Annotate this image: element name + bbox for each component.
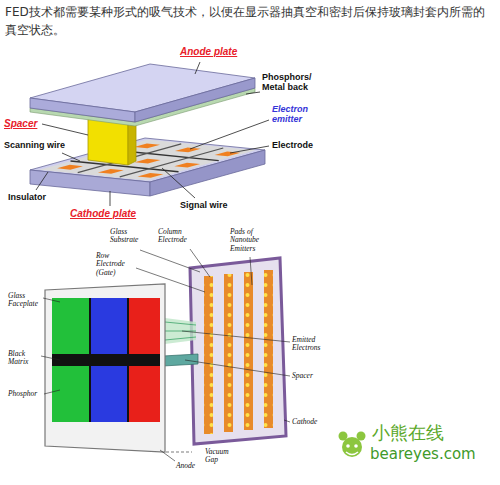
leader-lines-2 [41, 249, 290, 461]
leader-lines [36, 62, 269, 206]
leader-lines-2-part [160, 450, 175, 461]
part-label: Glass Substrate [110, 228, 150, 245]
cathode-plate [30, 138, 265, 196]
emitted-electrons [165, 318, 196, 344]
cathode-panel [190, 258, 286, 444]
spacer-bar [163, 354, 198, 366]
bear-logo-part [357, 432, 366, 441]
leader-lines-part [42, 124, 88, 135]
part-label: Black Matrix [8, 350, 40, 367]
cathode-surface-part [57, 165, 83, 170]
cathode-panel-part [244, 272, 253, 430]
part-label: Row Electrode (Gate) [96, 252, 136, 277]
part-label: Electron emitter [272, 104, 330, 125]
leader-lines-2-part [136, 268, 205, 292]
leader-lines-part [110, 191, 111, 206]
glass-faceplate-part [52, 298, 90, 354]
glass-faceplate-part [45, 284, 165, 452]
cathode-panel-part [224, 274, 233, 432]
leader-lines-part [162, 168, 195, 198]
part-label: Scanning wire [4, 140, 65, 150]
anode-plate-part [135, 78, 255, 122]
emitted-electrons-part [165, 331, 196, 332]
part-label: Glass Faceplate [8, 292, 42, 309]
leader-lines-2-part [44, 390, 60, 394]
glass-faceplate-part [52, 366, 90, 422]
anode-plate [30, 64, 255, 126]
part-label: Signal wire [180, 200, 228, 210]
glass-faceplate-part [128, 366, 160, 422]
cathode-surface-part [174, 163, 200, 168]
leader-lines-2-part [166, 452, 192, 453]
glass-faceplate-part [52, 354, 160, 366]
part-label: Cathode plate [70, 208, 136, 220]
part-label: Spacer [4, 118, 37, 130]
cathode-surface-part [134, 143, 160, 148]
part-label: Insulator [8, 192, 46, 202]
leader-lines-part [230, 146, 269, 153]
intro-text: FED技术都需要某种形式的吸气技术，以便在显示器抽真空和密封后保持玻璃封套内所需… [5, 3, 495, 39]
cathode-panel-part [190, 258, 286, 444]
leader-lines-part [36, 172, 48, 190]
cathode-panel-part [204, 276, 213, 434]
leader-lines-2-part [250, 257, 252, 285]
leader-lines-part [195, 62, 200, 74]
part-label: Anode plate [180, 46, 237, 58]
watermark: 小熊在线 [372, 423, 444, 444]
leader-lines-part [190, 120, 269, 149]
cathode-surface-part [175, 147, 201, 152]
cathode-panel-part [264, 270, 273, 428]
spacer-bar-part [163, 354, 198, 366]
leader-lines-part [62, 153, 80, 161]
part-label: Spacer [292, 372, 313, 380]
leader-lines-2-part [140, 250, 200, 272]
bear-logo-part [346, 444, 350, 448]
part-label: Vacuum Gap [205, 448, 235, 465]
cathode-surface-part [138, 173, 164, 178]
part-label: Cathode [292, 418, 317, 426]
part-label: Pads of Nanotube Emitters [230, 228, 270, 253]
part-label: Electrode [272, 140, 313, 150]
cathode-surface-part [39, 140, 255, 181]
cathode-surface-part [135, 159, 161, 164]
cathode-surface-part [98, 169, 124, 174]
part-label: Anode [176, 462, 195, 470]
part-label: Emitted Electrons [292, 336, 332, 353]
part-label: Phosphor [8, 390, 37, 398]
anode-plate-part [30, 98, 135, 122]
part-label: Column Electrode [158, 228, 198, 245]
emitted-electrons-part [165, 318, 196, 344]
part-label: Phosphors/ Metal back [262, 72, 324, 93]
leader-lines-2-part [284, 420, 290, 422]
glass-faceplate-part [90, 298, 128, 354]
watermark: beareyes.com [370, 446, 476, 463]
leader-lines-2-part [43, 298, 60, 302]
leader-lines-2-part [190, 249, 210, 277]
emitted-electrons-part [165, 337, 196, 340]
leader-lines-2-part [41, 356, 60, 360]
glass-faceplate-part [90, 366, 128, 422]
bear-logo [339, 432, 366, 458]
bear-logo-part [354, 444, 358, 448]
glass-faceplate [45, 284, 165, 452]
cathode-surface [39, 140, 255, 181]
bear-logo-part [346, 452, 358, 455]
glass-faceplate-part [89, 298, 91, 422]
glass-faceplate-part [127, 298, 129, 422]
bear-logo-part [339, 432, 348, 441]
leader-lines-2-part [182, 331, 290, 342]
leader-lines-2-part [185, 360, 290, 376]
emitted-electrons-part [165, 322, 196, 325]
leader-lines-part [246, 92, 260, 94]
glass-faceplate-part [128, 298, 160, 354]
